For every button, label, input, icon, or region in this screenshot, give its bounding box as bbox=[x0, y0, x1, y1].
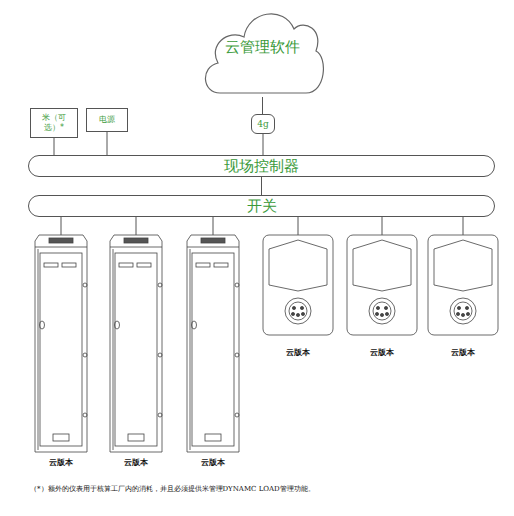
switch-bar: 开关 bbox=[28, 195, 495, 217]
node-label: 现场控制器 bbox=[224, 157, 299, 176]
node-label: 电源 bbox=[99, 115, 115, 125]
pedestal-charger: 云版本 bbox=[35, 235, 87, 467]
meter-box: 米（可 选）* bbox=[30, 108, 78, 138]
connector-line bbox=[382, 217, 383, 235]
connector-line bbox=[261, 177, 262, 195]
node-label: 云版本 bbox=[286, 349, 310, 357]
connector-line bbox=[298, 217, 299, 235]
wallbox-charger: 云版本 bbox=[428, 235, 498, 357]
node-label: 米（可 选）* bbox=[33, 113, 75, 134]
pedestal-drawing bbox=[35, 235, 87, 452]
power-box: 电源 bbox=[86, 108, 128, 132]
connector-line bbox=[262, 97, 263, 114]
connector-line bbox=[213, 217, 214, 235]
connector-line bbox=[463, 217, 464, 235]
wallbox-drawing bbox=[428, 235, 498, 335]
connector-line bbox=[61, 217, 62, 235]
node-label: 4g bbox=[257, 119, 269, 129]
node-label: 云版本 bbox=[451, 349, 475, 357]
controller-bar: 现场控制器 bbox=[28, 155, 495, 177]
network-tag: 4g bbox=[251, 114, 275, 134]
pedestal-charger: 云版本 bbox=[110, 235, 162, 467]
node-label: 开关 bbox=[247, 197, 277, 216]
connector-line bbox=[263, 134, 264, 155]
connector-line bbox=[54, 138, 55, 155]
node-label: 云版本 bbox=[49, 459, 73, 467]
wallbox-drawing bbox=[347, 235, 417, 335]
node-label: 云版本 bbox=[370, 349, 394, 357]
pedestal-drawing bbox=[110, 235, 162, 452]
node-label: 云版本 bbox=[124, 459, 148, 467]
node-label: 云管理软件 bbox=[225, 38, 300, 57]
cloud-shape: 云管理软件 bbox=[200, 5, 325, 97]
connector-line bbox=[136, 217, 137, 235]
footnote: （*）额外的仪表用于核算工厂内的消耗，并且必须提供米管理DYNAMC LOAD管… bbox=[30, 484, 315, 494]
connector-line bbox=[107, 132, 108, 155]
pedestal-drawing bbox=[187, 235, 239, 452]
wallbox-charger: 云版本 bbox=[347, 235, 417, 357]
wallbox-drawing bbox=[263, 235, 333, 335]
pedestal-charger: 云版本 bbox=[187, 235, 239, 467]
node-label: 云版本 bbox=[201, 459, 225, 467]
wallbox-charger: 云版本 bbox=[263, 235, 333, 357]
